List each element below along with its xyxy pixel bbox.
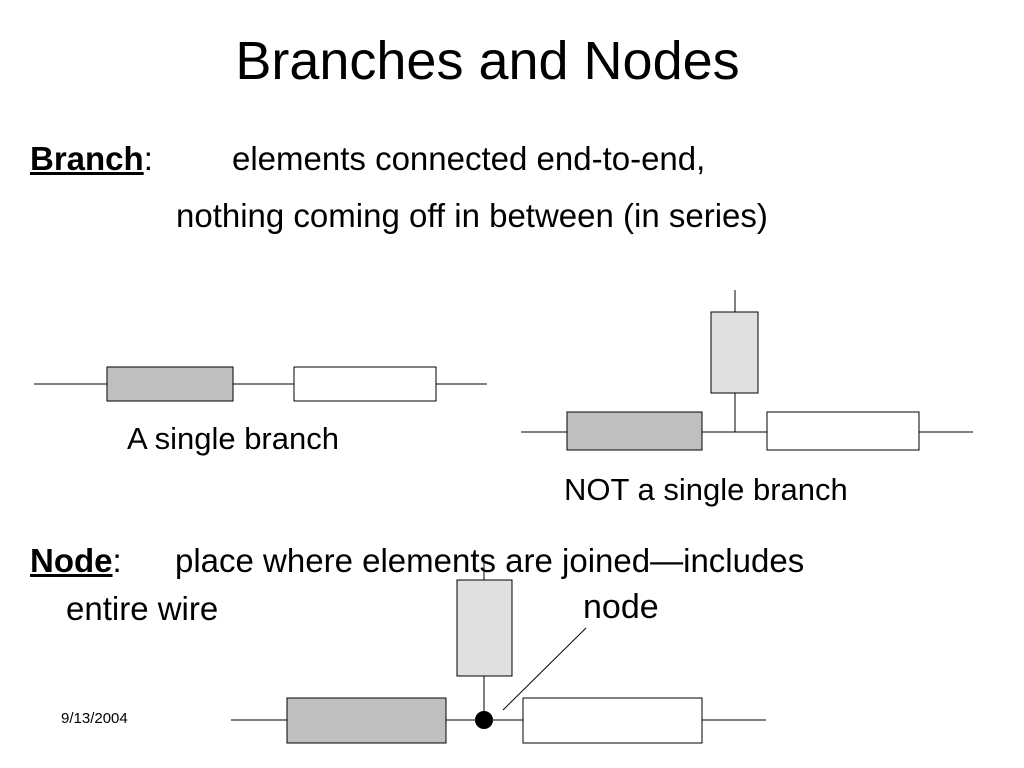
node-definition-line2: entire wire xyxy=(66,590,219,627)
node-diagram xyxy=(231,555,766,744)
node-label: node xyxy=(583,588,659,626)
element-gray xyxy=(106,366,234,402)
node-pointer-line xyxy=(502,627,587,711)
element-white xyxy=(522,697,703,744)
caption-not-single-branch: NOT a single branch xyxy=(564,472,848,507)
footer-date: 9/13/2004 xyxy=(61,710,128,727)
branch-definition-text: elements connected end-to-end, xyxy=(232,140,706,177)
caption-single-branch: A single branch xyxy=(127,421,339,456)
slide-title: Branches and Nodes xyxy=(235,31,740,91)
node-colon: : xyxy=(112,542,122,579)
element-vertical xyxy=(710,311,759,394)
single-branch-diagram xyxy=(34,366,487,402)
not-single-branch-diagram xyxy=(521,290,973,451)
element-gray xyxy=(566,411,703,451)
element-white xyxy=(766,411,920,451)
node-definition-text: place where elements are joined—includes xyxy=(175,542,805,579)
node-term: Node xyxy=(30,542,113,579)
branch-definition-line2: nothing coming off in between (in series… xyxy=(176,197,768,234)
element-white xyxy=(293,366,437,402)
element-vertical xyxy=(456,579,513,677)
node-definition-line1: Node: place where elements are joined—in… xyxy=(30,542,804,580)
node-dot xyxy=(475,711,493,729)
branch-term: Branch xyxy=(30,140,144,177)
branch-colon: : xyxy=(143,140,153,177)
branch-definition-line1: Branch: elements connected end-to-end, xyxy=(30,140,705,178)
element-gray xyxy=(286,697,447,744)
